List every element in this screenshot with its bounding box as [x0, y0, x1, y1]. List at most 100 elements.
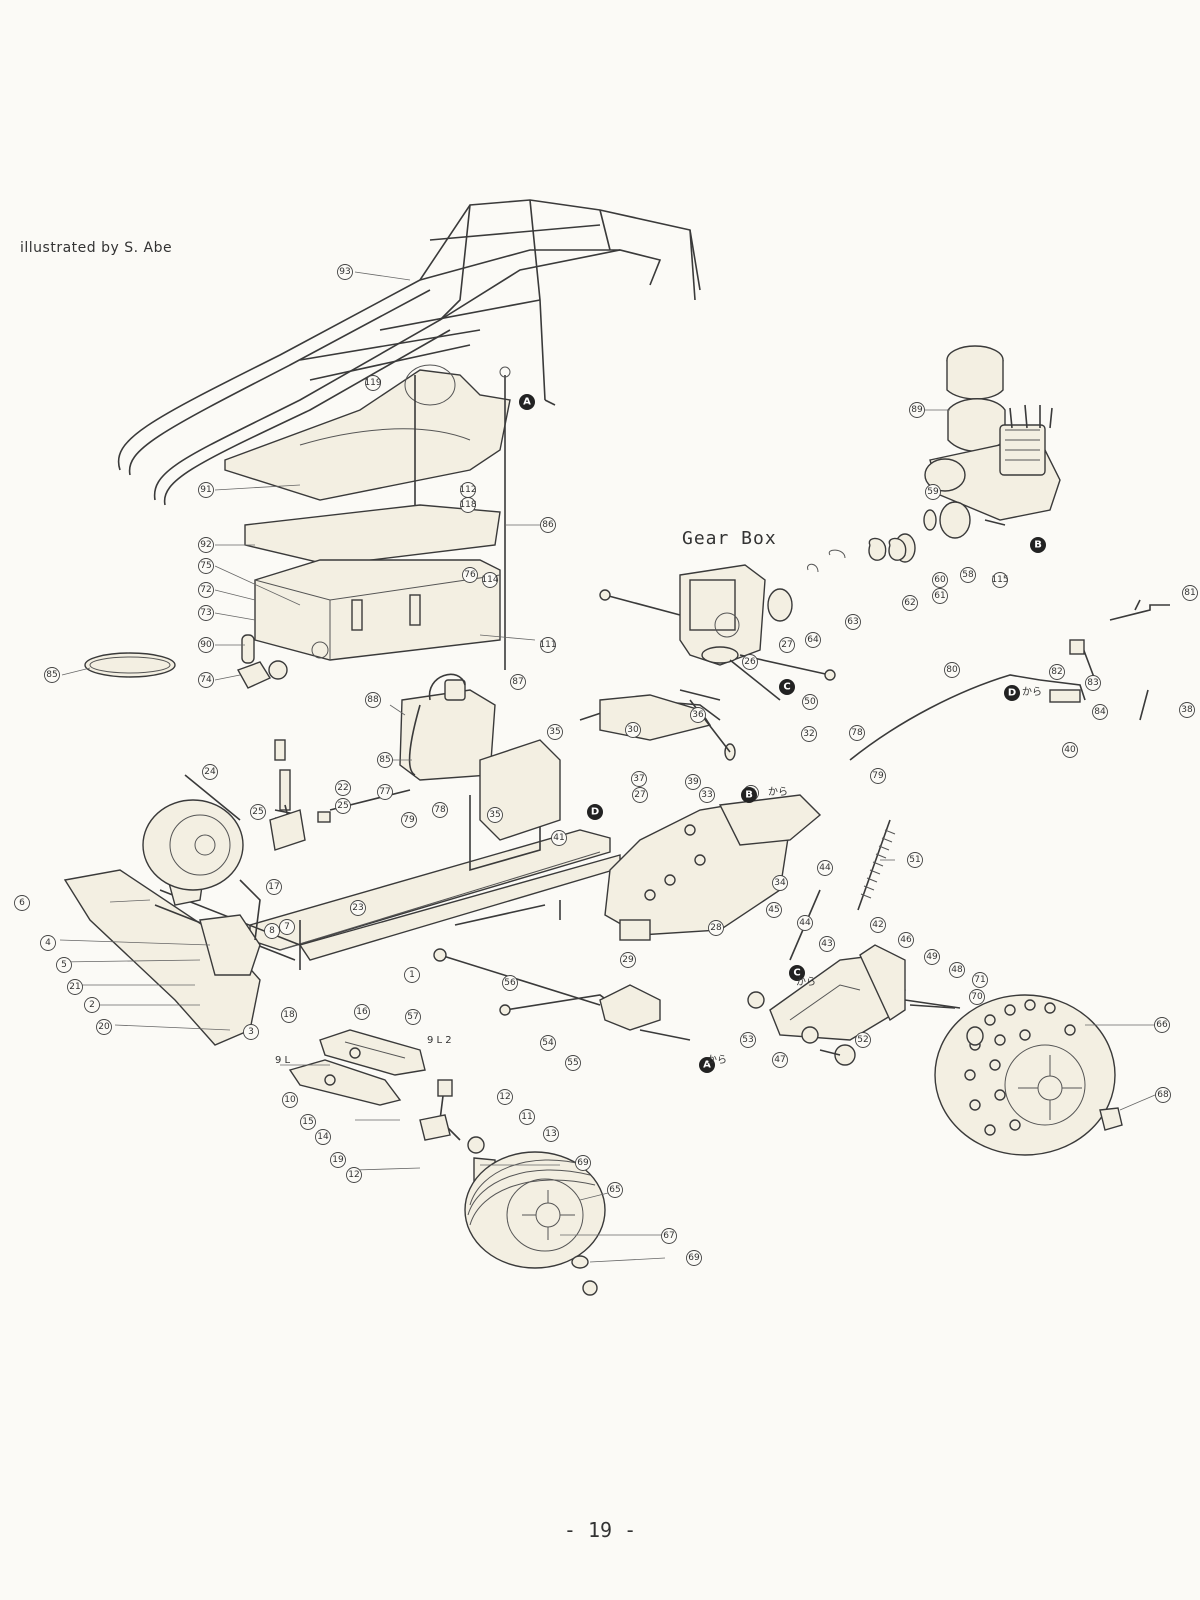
svg-text:68: 68 [1157, 1090, 1169, 1100]
callout-38: 38 [1179, 702, 1195, 718]
svg-text:63: 63 [847, 617, 858, 627]
marker-a: A [699, 1057, 715, 1073]
arm-left-label-2: 9 L 2 [427, 1035, 452, 1046]
callout-64: 64 [805, 632, 821, 648]
svg-text:87: 87 [512, 677, 523, 687]
svg-text:2: 2 [89, 1000, 95, 1010]
svg-text:39: 39 [687, 777, 699, 787]
callout-52: 52 [855, 1032, 871, 1048]
svg-text:46: 46 [900, 935, 912, 945]
callout-119: 119 [364, 375, 382, 391]
callout-12: 12 [346, 1167, 362, 1183]
svg-text:67: 67 [663, 1231, 674, 1241]
callout-26: 26 [742, 654, 758, 670]
callout-61: 61 [932, 588, 948, 604]
svg-text:24: 24 [204, 767, 216, 777]
driver-seat [224, 364, 511, 501]
svg-text:93: 93 [339, 267, 350, 277]
callout-62: 62 [902, 595, 918, 611]
svg-text:37: 37 [633, 774, 644, 784]
steering-parts [269, 739, 411, 851]
callout-82: 82 [1049, 664, 1065, 680]
marker-c: C [779, 679, 795, 695]
svg-text:C: C [783, 682, 790, 693]
callout-55: 55 [565, 1055, 581, 1071]
svg-text:55: 55 [567, 1058, 578, 1068]
svg-text:78: 78 [434, 805, 446, 815]
svg-text:28: 28 [710, 923, 722, 933]
callout-37: 37 [631, 771, 647, 787]
callout-33: 33 [699, 787, 715, 803]
svg-text:45: 45 [768, 905, 779, 915]
callout-73: 73 [198, 605, 214, 621]
svg-text:73: 73 [200, 608, 211, 618]
svg-text:27: 27 [634, 790, 645, 800]
callout-68: 68 [1155, 1087, 1171, 1103]
strut-rods [433, 900, 691, 1041]
callout-29: 29 [620, 952, 636, 968]
svg-text:4: 4 [45, 938, 51, 948]
illustrator-credit: illustrated by S. Abe [20, 240, 173, 256]
svg-text:85: 85 [46, 670, 57, 680]
callout-51: 51 [907, 852, 923, 868]
callout-10: 10 [282, 1092, 298, 1108]
callout-39: 39 [685, 774, 701, 790]
svg-text:65: 65 [609, 1185, 620, 1195]
svg-text:111: 111 [539, 640, 556, 650]
svg-text:71: 71 [974, 975, 985, 985]
svg-text:14: 14 [317, 1132, 329, 1142]
svg-text:72: 72 [200, 585, 211, 595]
svg-text:1: 1 [409, 970, 415, 980]
svg-text:18: 18 [283, 1010, 295, 1020]
svg-text:42: 42 [872, 920, 883, 930]
svg-text:90: 90 [200, 640, 212, 650]
callout-32: 32 [801, 726, 817, 742]
svg-text:35: 35 [489, 810, 500, 820]
svg-text:92: 92 [200, 540, 211, 550]
callout-60: 60 [932, 572, 948, 588]
callout-17: 17 [266, 879, 282, 895]
svg-text:118: 118 [459, 500, 476, 510]
svg-text:26: 26 [744, 657, 756, 667]
svg-text:30: 30 [627, 725, 639, 735]
marker-d: D [1004, 685, 1020, 701]
svg-text:115: 115 [991, 575, 1008, 585]
callout-90: 90 [198, 637, 214, 653]
callout-8: 8 [264, 923, 280, 939]
callout-118: 118 [459, 497, 477, 513]
front-left-wheel [142, 799, 244, 891]
callout-81: 81 [1182, 585, 1198, 601]
svg-text:23: 23 [352, 903, 363, 913]
callout-25: 25 [335, 798, 351, 814]
callout-57: 57 [405, 1009, 421, 1025]
part-number-callouts: 93 119 91 92 75 72 73 90 7 4 85 8 67 61 12 118 1 14 111 87 8… [14, 264, 1198, 1266]
callout-42: 42 [870, 917, 886, 933]
svg-text:12: 12 [499, 1092, 510, 1102]
callout-69: 69 [686, 1250, 702, 1266]
svg-text:61: 61 [934, 591, 945, 601]
callout-47: 47 [772, 1052, 788, 1068]
callout-27: 27 [632, 787, 648, 803]
callout-79: 79 [870, 768, 886, 784]
callout-91: 91 [198, 482, 214, 498]
svg-text:80: 80 [946, 665, 958, 675]
callout-41: 41 [551, 830, 567, 846]
callout-71: 71 [972, 972, 988, 988]
arm-left-label: 9 L [275, 1055, 291, 1066]
callout-78: 78 [432, 802, 448, 818]
callout-63: 63 [845, 614, 861, 630]
svg-text:12: 12 [348, 1170, 359, 1180]
svg-text:75: 75 [200, 561, 211, 571]
svg-text:7: 7 [284, 922, 290, 932]
svg-text:64: 64 [807, 635, 819, 645]
leader-lines [59, 271, 1156, 1263]
clutch-parts [807, 533, 916, 573]
svg-text:25: 25 [252, 807, 263, 817]
callout-15: 15 [300, 1114, 316, 1130]
svg-text:25: 25 [337, 801, 348, 811]
svg-text:88: 88 [367, 695, 379, 705]
svg-text:79: 79 [403, 815, 415, 825]
callout-88: 88 [365, 692, 381, 708]
svg-text:77: 77 [379, 787, 390, 797]
